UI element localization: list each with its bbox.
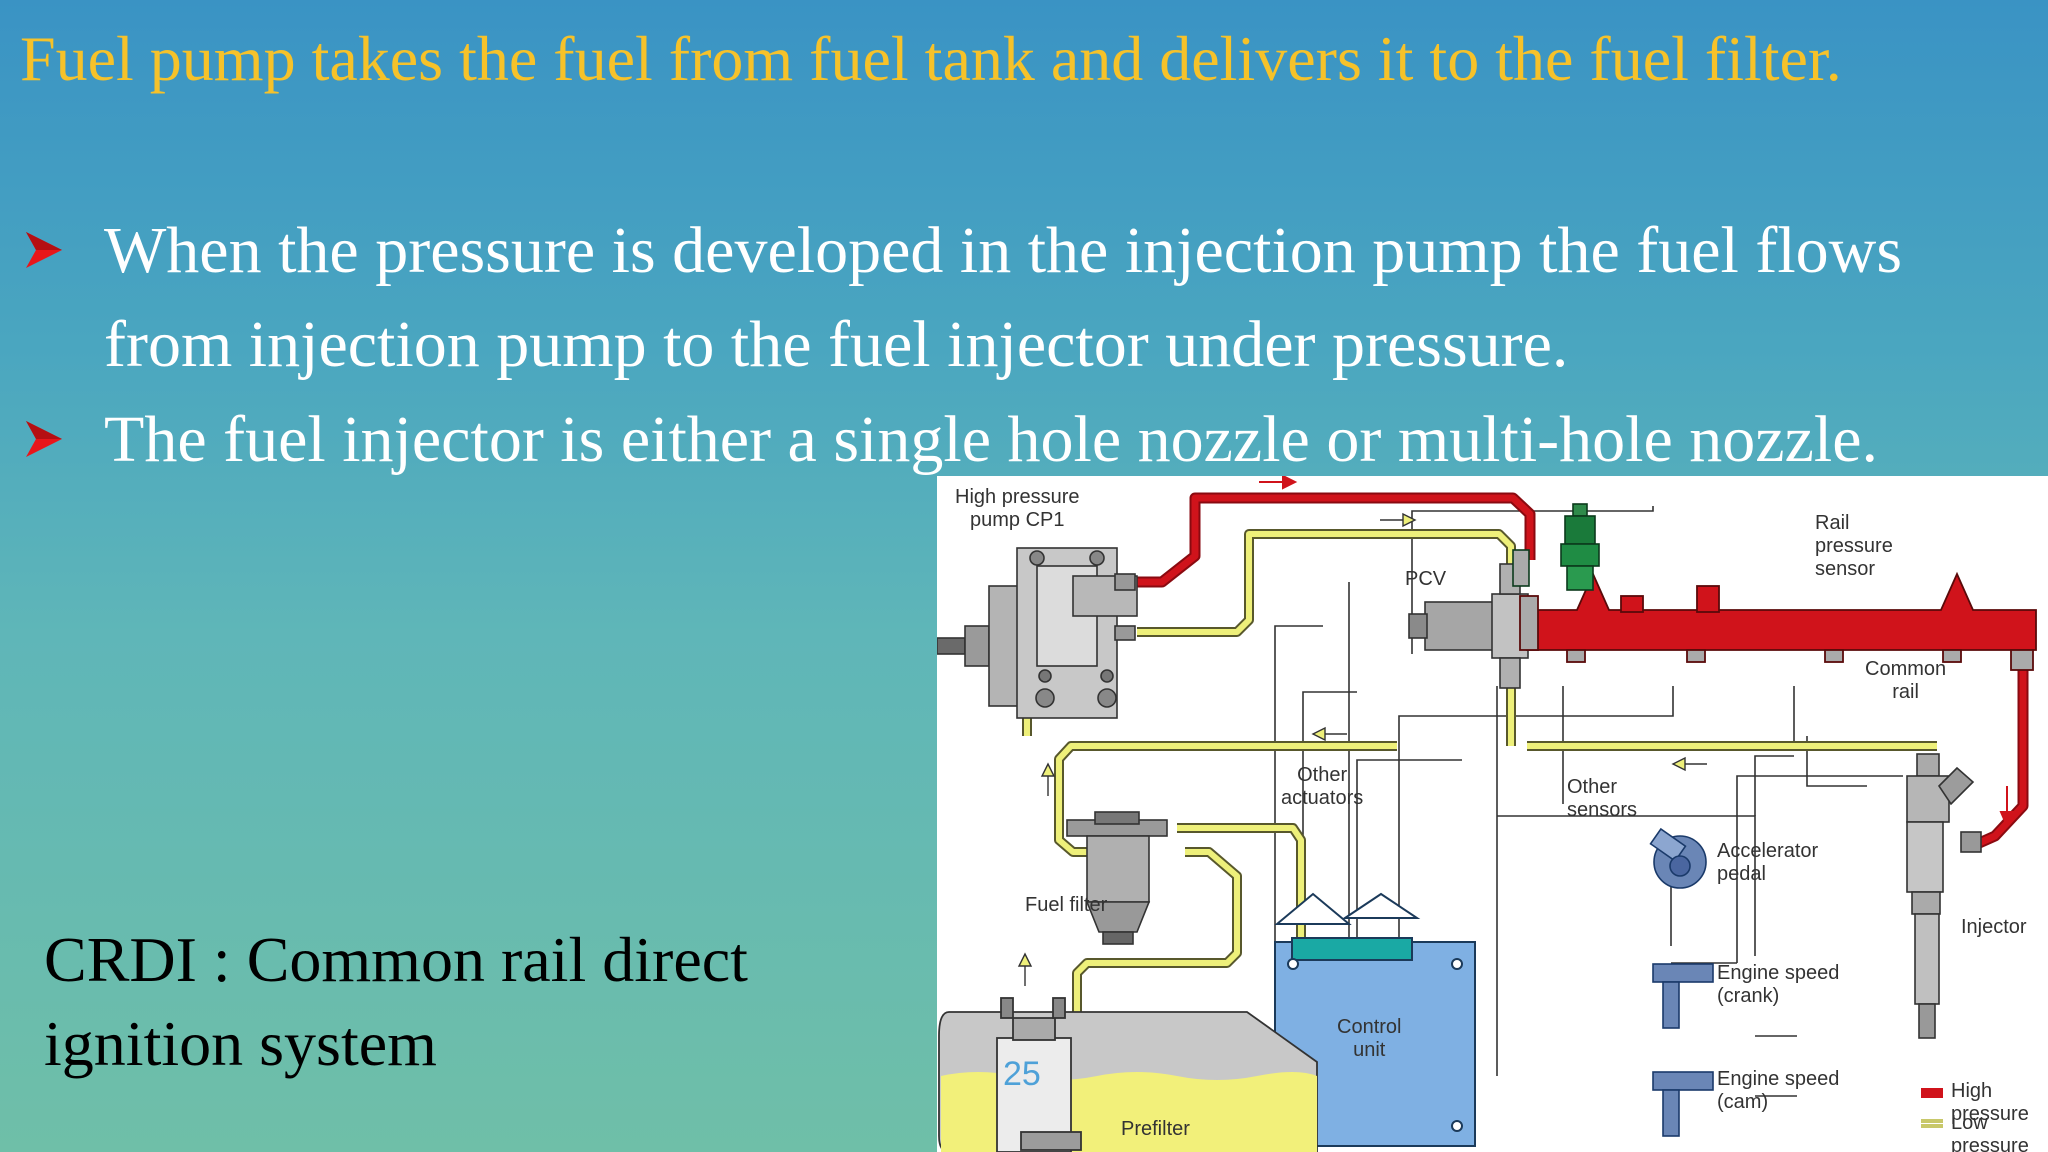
legend-low-pressure: Low pressure xyxy=(1951,1112,2029,1152)
fuel-tank xyxy=(938,997,1318,1152)
legend-high-pressure: High pressure xyxy=(1951,1080,2029,1125)
bullet-arrow-icon xyxy=(26,421,62,457)
label-accelerator-pedal: Accelerator pedal xyxy=(1717,840,1819,885)
label-engine-speed-cam: Engine speed (cam) xyxy=(1717,1068,1840,1113)
label-control-unit: Control unit xyxy=(1337,1016,1402,1061)
label-common-rail: Common rail xyxy=(1865,658,1947,703)
slide-title: Fuel pump takes the fuel from fuel tank … xyxy=(20,23,1842,94)
bullet-text: When the pressure is developed in the in… xyxy=(104,214,1903,381)
label-prefilter: Prefilter xyxy=(1121,1118,1190,1140)
accelerator-pedal xyxy=(1649,827,1707,889)
rail-pressure-sensor xyxy=(1512,503,1600,591)
bullet-item: When the pressure is developed in the in… xyxy=(22,204,2012,392)
crdi-caption: CRDI : Common rail direct ignition syste… xyxy=(44,924,748,1079)
legend-low-pressure-swatch xyxy=(1921,1119,1943,1128)
label-engine-speed-crank: Engine speed (crank) xyxy=(1717,962,1840,1007)
injector xyxy=(1906,753,1982,1039)
crdi-diagram: High pressure pump CP1 PCV Rail pressure… xyxy=(937,476,2048,1152)
fuel-filter xyxy=(1066,811,1168,945)
label-pcv: PCV xyxy=(1405,568,1447,590)
bullet-text: The fuel injector is either a single hol… xyxy=(104,403,1879,476)
high-pressure-pump xyxy=(937,547,1138,719)
label-other-sensors: Other sensors xyxy=(1567,776,1638,821)
bullet-arrow-icon xyxy=(26,232,62,268)
engine-speed-sensors xyxy=(1652,963,1714,1137)
bullet-item: The fuel injector is either a single hol… xyxy=(22,393,2012,487)
label-hp-pump: High pressure pump CP1 xyxy=(955,486,1080,531)
label-fuel-filter: Fuel filter xyxy=(1025,894,1108,916)
label-other-actuators: Other actuators xyxy=(1281,764,1364,809)
control-unit xyxy=(1274,892,1476,1147)
crdi-diagram-graphic xyxy=(937,476,2037,1152)
legend-high-pressure-swatch xyxy=(1921,1088,1943,1098)
page-number: 25 xyxy=(1003,1055,1041,1093)
label-rail-pressure-sensor: Rail pressure sensor xyxy=(1815,512,1893,580)
label-injector: Injector xyxy=(1961,916,2027,938)
common-rail xyxy=(1519,571,2037,671)
